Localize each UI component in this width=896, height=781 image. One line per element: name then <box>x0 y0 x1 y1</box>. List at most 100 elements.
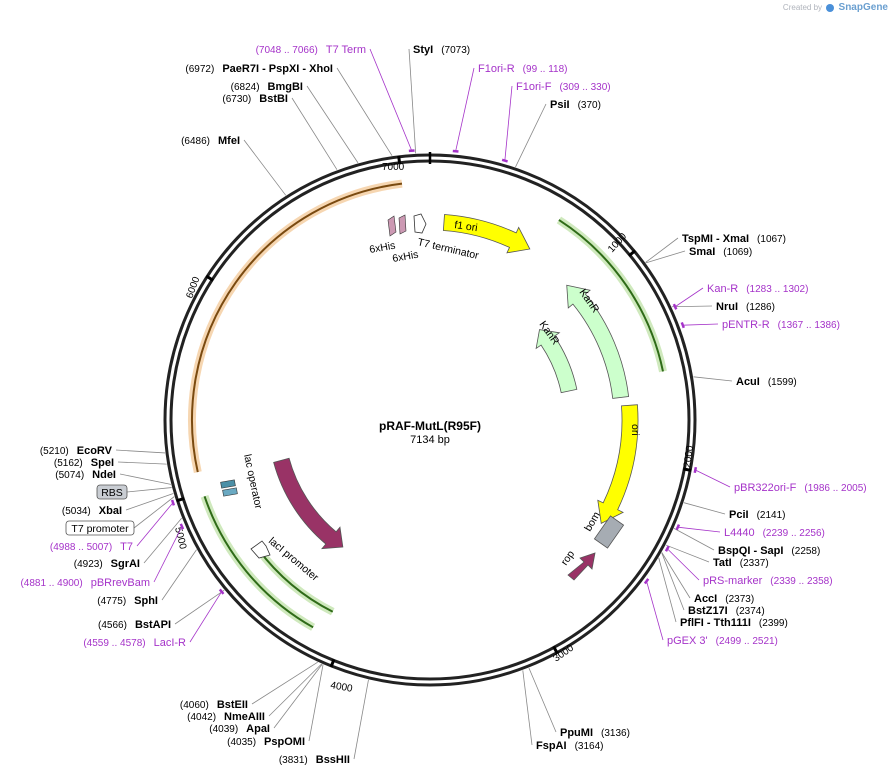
primer-name-pgex3: pGEX 3' <box>667 635 708 647</box>
feature-label-rop: rop <box>559 548 578 567</box>
plasmid-size: 7134 bp <box>410 434 450 446</box>
snapgene-watermark: Created by SnapGene <box>783 2 888 13</box>
label-layer: StyI(7073)PsiI(370)TspMI - XmaI(1067)Sma… <box>20 44 866 766</box>
site-pos-bstbi: (6730) <box>222 94 251 105</box>
site-joiner-psppi: - <box>259 63 269 75</box>
leader-ndei <box>120 474 171 484</box>
primer-range-t7: (4988 .. 5007) <box>50 542 112 553</box>
boxed-label-rbs: RBS <box>101 487 123 499</box>
site-name-acci: AccI <box>694 593 717 605</box>
primer-name-t7: T7 <box>120 541 133 553</box>
site-name-tspmi: TspMI <box>682 233 713 245</box>
site-label-apai: (4039)ApaI <box>209 723 270 735</box>
boxed-leader-t7prom <box>134 497 174 528</box>
site-pos-psii: (370) <box>578 100 601 111</box>
feature-t7-terminator <box>414 214 426 233</box>
primer-name-l4440: L4440 <box>724 527 755 539</box>
feature-6xhis-2 <box>399 215 406 234</box>
site-name-bmgbi: BmgBI <box>268 81 303 93</box>
site-name-acui: AcuI <box>736 376 760 388</box>
site-name-pflfi: PflFI <box>680 617 704 629</box>
primer-leader-pbr322 <box>695 470 730 487</box>
tick-mark-1000 <box>629 251 635 256</box>
site-name-styi: StyI <box>413 44 433 56</box>
primer-label-t7: (4988 .. 5007) T7 <box>50 541 133 553</box>
site-name-psii: PsiI <box>550 99 570 111</box>
feature-label-laci: lacI <box>330 608 350 626</box>
leader-bspqi <box>674 528 714 550</box>
primer-name-f1orif: F1ori-F <box>516 81 552 93</box>
site-label-psppi: (6972)PaeR7I - PspXI - XhoI <box>185 63 333 75</box>
site-joiner-tspmi: - <box>713 233 723 245</box>
primer-label-f1orir: F1ori-R(99 .. 118) <box>478 63 568 75</box>
site-label-psPomi: (4035)PspOMI <box>227 736 305 748</box>
boxed-label-t7prom: T7 promoter <box>71 523 129 535</box>
leader-styi <box>409 49 416 153</box>
leader-psii <box>515 104 546 167</box>
primer-name-f1orir: F1ori-R <box>478 63 515 75</box>
primer-leader-prsm <box>667 549 699 580</box>
feature-label-t7termfeat: T7 terminator <box>416 236 480 262</box>
site-name-fspai: FspAI <box>536 740 567 752</box>
site-pos-tspmi: (1067) <box>757 234 786 245</box>
feature-lac-operator-2 <box>223 488 238 496</box>
primer-label-pentr: pENTR-R(1367 .. 1386) <box>722 319 840 331</box>
site-name-bsteii: BstEII <box>217 699 248 711</box>
leader-bmgbi <box>307 86 358 163</box>
site-name-bstbi: BstBI <box>259 93 288 105</box>
site-pos-ppumi: (3136) <box>601 728 630 739</box>
site-name-spei: SpeI <box>91 457 114 469</box>
site-name3-psppi: XhoI <box>309 63 333 75</box>
primer-label-pgex3: pGEX 3'(2499 .. 2521) <box>667 635 778 647</box>
primer-label-pbr322: pBR322ori-F(1986 .. 2005) <box>734 482 867 494</box>
site-label-bmgbi: (6824)BmgBI <box>231 81 303 93</box>
primer-leader-l4440 <box>678 527 720 532</box>
site-label-nmeaiii: (4042)NmeAIII <box>187 711 265 723</box>
primer-leader-f1orif <box>505 86 512 161</box>
primer-leader-pgex3 <box>647 581 663 640</box>
site-pos-nmeaiii: (4042) <box>187 712 216 723</box>
leader-acui <box>693 377 732 381</box>
primer-range-prsm: (2339 .. 2358) <box>770 576 832 587</box>
site-label-tspmi: TspMI - XmaI (1067) <box>682 233 786 245</box>
site-label-pcii: PciI (2141) <box>729 509 785 521</box>
primer-label-kanr: Kan-R(1283 .. 1302) <box>707 283 808 295</box>
primer-range-pentr: (1367 .. 1386) <box>778 320 840 331</box>
leader-tspmi <box>646 238 678 262</box>
site-pos-acui: (1599) <box>768 377 797 388</box>
leader-fspai <box>523 670 532 745</box>
leader-ppumi <box>529 668 556 732</box>
site-pos-spei: (5162) <box>54 458 83 469</box>
site-pos-nrui: (1286) <box>746 302 775 313</box>
feature-lac-operator-1 <box>221 480 236 488</box>
leader-pcii <box>684 503 725 514</box>
leader-psppi <box>337 68 392 156</box>
primer-label-prsm: pRS-marker(2339 .. 2358) <box>703 575 833 587</box>
leader-xbai <box>126 493 173 510</box>
site-pos-bsshii: (3831) <box>279 755 308 766</box>
primer-range-pbr322: (1986 .. 2005) <box>804 483 866 494</box>
site-pos-pcii: (2141) <box>757 510 786 521</box>
site-label-ndei: (5074)NdeI <box>55 469 116 481</box>
site-pos-tati: (2337) <box>740 558 769 569</box>
primer-leader-t7 <box>137 503 173 546</box>
leader-bstbi <box>292 98 337 170</box>
primer-leader-pentr <box>683 324 718 325</box>
site-name2-tspmi: XmaI <box>723 233 749 245</box>
site-name-mfei: MfeI <box>218 135 240 147</box>
primer-label-l4440: L4440(2239 .. 2256) <box>724 527 825 539</box>
primer-range-lacir: (4559 .. 4578) <box>83 638 145 649</box>
primer-name-t7term: T7 Term <box>326 44 366 56</box>
site-joiner2-psppi: - <box>299 63 309 75</box>
site-pos-bstz17i: (2374) <box>736 606 765 617</box>
feature-label-ori: ori <box>629 424 641 436</box>
tick-label-2000: 2000 <box>682 444 696 468</box>
leader-nmeaiii <box>269 664 322 716</box>
tick-label-4000: 4000 <box>329 680 353 695</box>
site-name-pcii: PciI <box>729 509 749 521</box>
primer-leader-kanr <box>675 288 703 307</box>
site-label-styi: StyI(7073) <box>413 44 470 56</box>
site-name2-pflfi: Tth111I <box>714 617 751 629</box>
